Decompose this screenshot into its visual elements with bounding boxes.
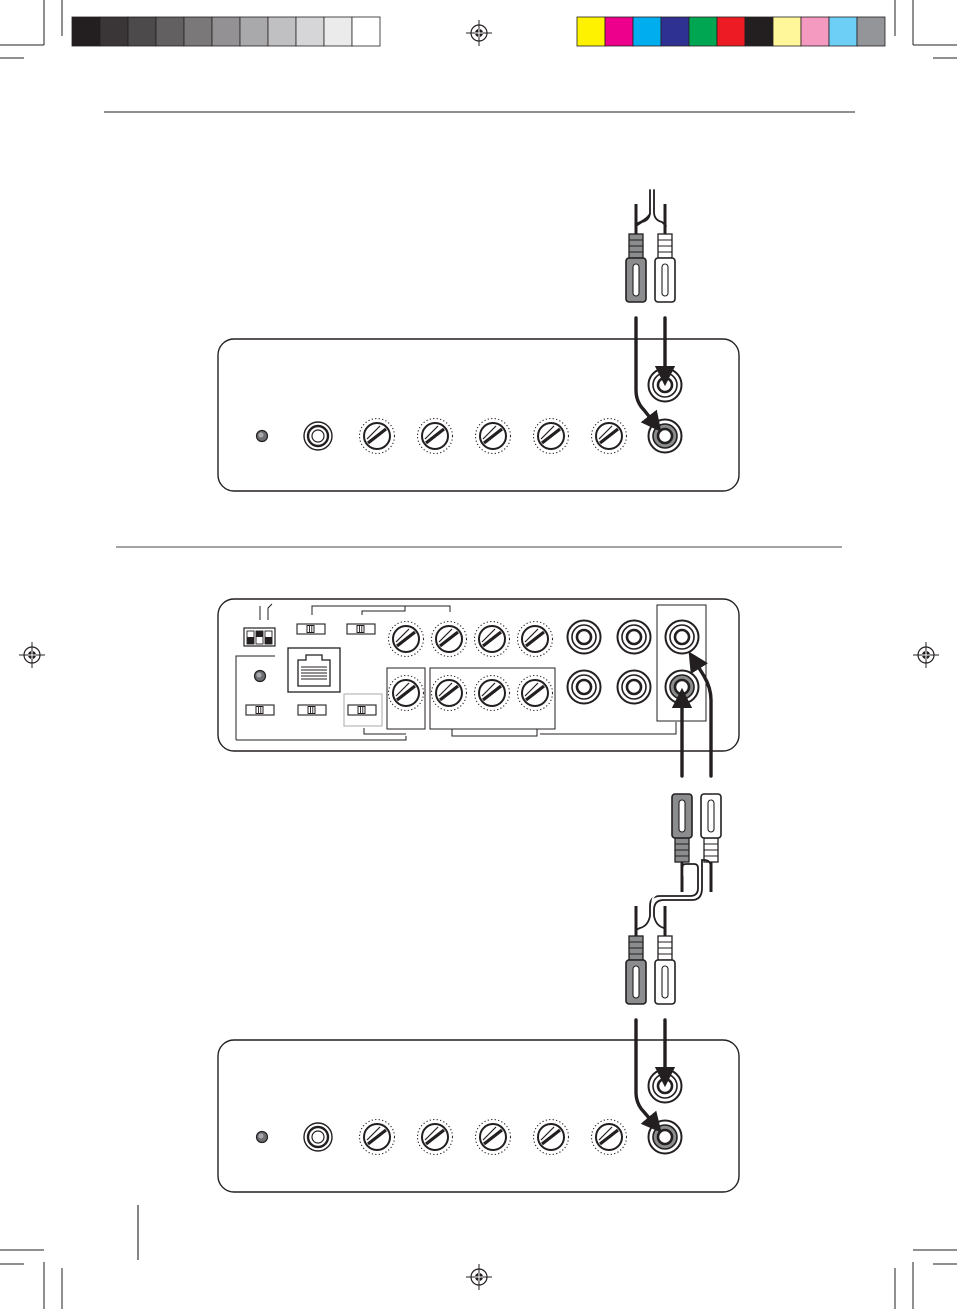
- grayscale-color-bar: [72, 17, 380, 46]
- color-swatch: [128, 17, 156, 46]
- color-swatch: [296, 17, 324, 46]
- color-swatch: [633, 17, 661, 46]
- color-swatch: [717, 17, 745, 46]
- color-swatch: [773, 17, 801, 46]
- color-swatch: [268, 17, 296, 46]
- color-swatch: [689, 17, 717, 46]
- rj45-port-icon: [288, 648, 340, 692]
- dip-switch-icon: [244, 628, 275, 646]
- color-swatch: [605, 17, 633, 46]
- color-swatch: [352, 17, 380, 46]
- head-unit-panel: [218, 1040, 739, 1192]
- color-swatch: [829, 17, 857, 46]
- color-swatch: [156, 17, 184, 46]
- process-color-bar: [577, 17, 885, 46]
- color-swatch: [857, 17, 885, 46]
- color-swatch: [184, 17, 212, 46]
- figure-1-direct-connection: [218, 190, 739, 491]
- color-swatch: [577, 17, 605, 46]
- color-swatch: [324, 17, 352, 46]
- color-swatch: [801, 17, 829, 46]
- figure-2-amplifier-connection: [218, 599, 739, 1192]
- color-swatch: [745, 17, 773, 46]
- head-unit-panel: [218, 339, 739, 491]
- color-swatch: [72, 17, 100, 46]
- color-swatch: [240, 17, 268, 46]
- color-swatch: [661, 17, 689, 46]
- color-swatch: [212, 17, 240, 46]
- color-swatch: [100, 17, 128, 46]
